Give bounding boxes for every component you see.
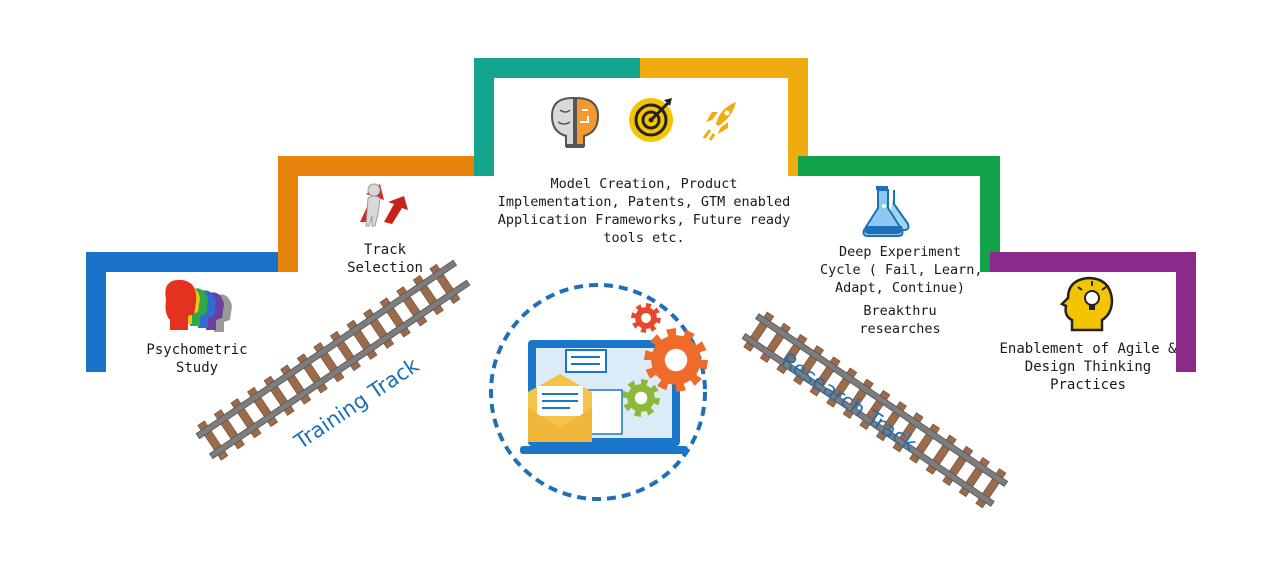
frame-orange (278, 156, 484, 272)
lab-flask-icon (862, 186, 910, 237)
direction-arrows-icon (360, 183, 408, 227)
profiles-icon (165, 279, 232, 332)
head-bulb-icon (1059, 276, 1114, 332)
laptop-gears-icon (489, 283, 708, 501)
research-railway (741, 311, 1009, 509)
gear-hole (664, 348, 688, 372)
frame-blue (86, 252, 288, 372)
brain-icon (550, 96, 600, 148)
gear-hole (634, 391, 648, 405)
target-icon (629, 98, 673, 142)
gear-hole (641, 313, 651, 323)
frame-green (798, 156, 1000, 272)
frame-teal (474, 58, 640, 176)
frame-gold (640, 58, 808, 176)
training-railway (195, 259, 471, 461)
frame-purple (990, 252, 1196, 372)
step-frames (86, 58, 1196, 372)
rocket-icon (702, 102, 736, 141)
